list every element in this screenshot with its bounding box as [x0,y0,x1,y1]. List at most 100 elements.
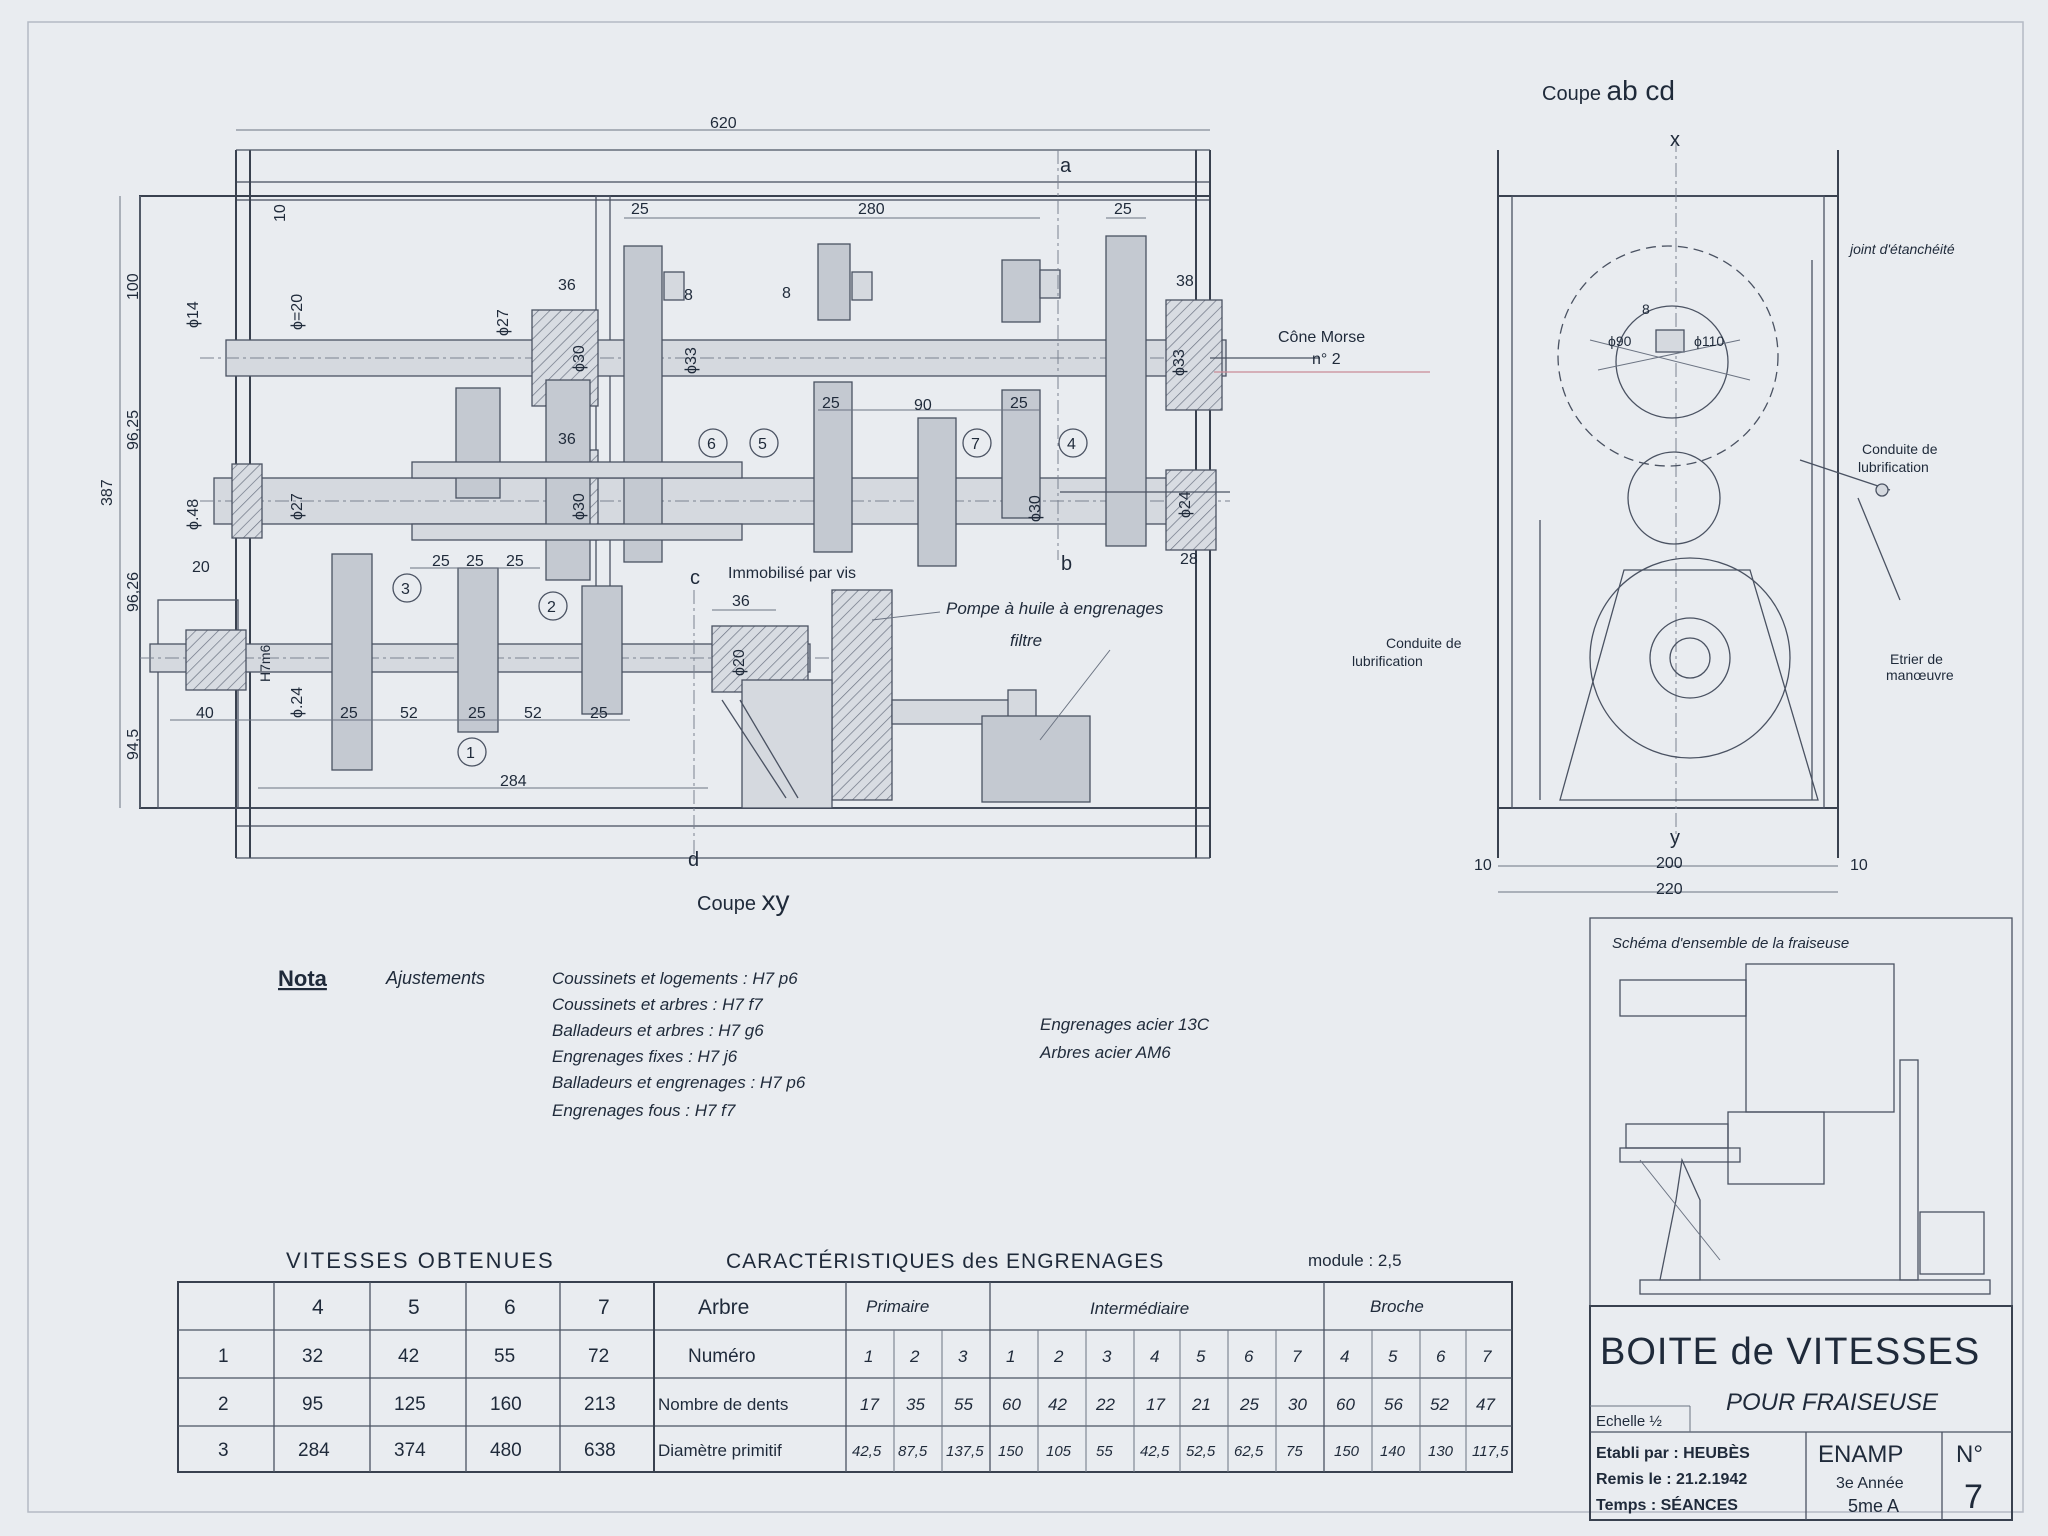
dim-phi27-b: ϕ27 [289,493,306,520]
gear-callout-7: 7 [962,428,992,458]
dim-bottom-25-b: 25 [468,705,486,722]
gears-cell: 17 [1146,1395,1165,1414]
gears-cell: 150 [1334,1443,1360,1460]
title-etabli: Etabli par : HEUBÈS [1596,1443,1750,1462]
dim-phi33-a: ϕ33 [683,347,700,374]
title-echelle: Echelle ½ [1596,1413,1662,1430]
gears-cell: 2 [909,1347,920,1366]
callout-filtre: filtre [1010,631,1042,650]
gears-cell: 4 [1340,1347,1349,1366]
gears-cell: 60 [1336,1395,1355,1414]
gears-cell: 137,5 [946,1443,984,1460]
svg-text:5: 5 [758,436,767,453]
nota-line-1: Coussinets et logements : H7 p6 [552,969,798,988]
nota-line-6: Engrenages fous : H7 f7 [552,1101,736,1120]
gears-cell: 17 [860,1395,879,1414]
speeds-cell: 160 [490,1394,522,1415]
dim-28: 28 [1180,551,1198,568]
title-annee: 3e Année [1836,1475,1904,1492]
dim-10: 10 [272,204,289,222]
dim-h7m6: H7m6 [257,644,273,682]
gears-cell: 3 [1102,1347,1112,1366]
cut-label-b: b [1061,553,1072,575]
dim-phi14: ϕ14 [185,301,202,328]
speeds-col-7: 7 [598,1296,610,1319]
side-dim-phi90: ϕ90 [1608,333,1632,349]
title-subtitle: POUR FRAISEUSE [1726,1389,1939,1416]
speeds-table-row: 2 95 125 160 213 [218,1394,616,1415]
title-main: BOITE de VITESSES [1600,1331,1980,1373]
gears-cell: 2 [1053,1347,1064,1366]
cut-label-a: a [1060,155,1072,177]
nota-line-4: Engrenages fixes : H7 j6 [552,1047,738,1066]
side-dim-8: 8 [1642,301,1650,317]
callout-immobilise: Immobilisé par vis [728,565,856,582]
speeds-table-header: 4 5 6 7 [312,1296,610,1319]
gear-callout-2: 2 [538,591,568,621]
side-label-y: y [1670,827,1680,849]
dim-phi20-b: ϕ20 [731,649,748,676]
dim-bottom-52-b: 52 [524,705,542,722]
gears-cell: 6 [1436,1347,1446,1366]
gears-group-primaire: Primaire [866,1297,929,1316]
title-no-label: N° [1956,1441,1983,1468]
dim-280: 280 [858,201,885,218]
speeds-cell: 95 [302,1394,323,1415]
dim-phi30-b: ϕ30 [571,493,588,520]
speeds-col-5: 5 [408,1296,420,1319]
nota-subtitle: Ajustements [385,968,485,988]
nota-material-2: Arbres acier AM6 [1039,1043,1171,1062]
dim-phi48: ϕ.48 [185,499,202,530]
speeds-table-title: VITESSES OBTENUES [286,1248,555,1273]
dim-96-25-a: 96,25 [125,410,142,450]
side-conduite-left-1: Conduite de [1386,635,1462,651]
gears-cell: 55 [954,1395,973,1414]
dim-25-g: 25 [506,553,524,570]
dim-25-b: 25 [1114,201,1132,218]
speeds-table-row: 3 284 374 480 638 [218,1440,616,1461]
svg-text:2: 2 [547,599,556,616]
gears-arbre-label: Arbre [698,1296,749,1319]
dim-8-b: 8 [782,285,791,302]
dim-40: 40 [196,705,214,722]
gears-cell: 42,5 [852,1443,882,1460]
main-section-view [119,129,1320,860]
side-dim-10-a: 10 [1474,857,1492,874]
side-etrier-2: manœuvre [1886,667,1954,683]
side-dim-phi110: ϕ110 [1694,333,1724,349]
main-section-title: Coupe xy [697,885,790,916]
speeds-col-4: 4 [312,1296,324,1319]
nota-material-1: Engrenages acier 13C [1040,1015,1210,1034]
gears-cell: 140 [1380,1443,1406,1460]
speeds-cell: 55 [494,1346,515,1367]
speeds-cell: 374 [394,1440,426,1461]
title-temps: Temps : SÉANCES [1596,1495,1738,1514]
side-conduite-right-1: Conduite de [1862,441,1938,457]
gears-cell: 5 [1196,1347,1206,1366]
dim-100: 100 [125,273,142,300]
side-etrier-1: Etrier de [1890,651,1943,667]
svg-text:3: 3 [401,581,410,598]
gears-cell: 130 [1428,1443,1454,1460]
gears-row-label-dents: Nombre de dents [658,1395,788,1414]
gears-cell: 6 [1244,1347,1254,1366]
title-no-value: 7 [1964,1478,1983,1516]
dim-phi24-a: ϕ24 [1177,491,1194,518]
gears-cell: 52,5 [1186,1443,1216,1460]
gears-module: module : 2,5 [1308,1251,1402,1270]
dim-phi27-a: ϕ27 [495,309,512,336]
gears-cell: 22 [1095,1395,1115,1414]
dim-phi24-b: ϕ.24 [289,687,306,718]
gears-cell: 5 [1388,1347,1398,1366]
side-dim-220: 220 [1656,881,1683,898]
main-section-text: Coupe xy a b c d 620 280 25 25 10 100 96… [99,115,1430,916]
gears-row-label-numero: Numéro [688,1346,756,1367]
dim-94-5: 94,5 [125,729,142,760]
gears-cell: 117,5 [1472,1443,1509,1460]
gears-cell: 1 [1006,1347,1015,1366]
gears-cell: 150 [998,1443,1024,1460]
side-joint-label: joint d'étanchéité [1848,241,1955,257]
dim-bottom-52-a: 52 [400,705,418,722]
dim-phi33-b: ϕ33 [1171,349,1188,376]
